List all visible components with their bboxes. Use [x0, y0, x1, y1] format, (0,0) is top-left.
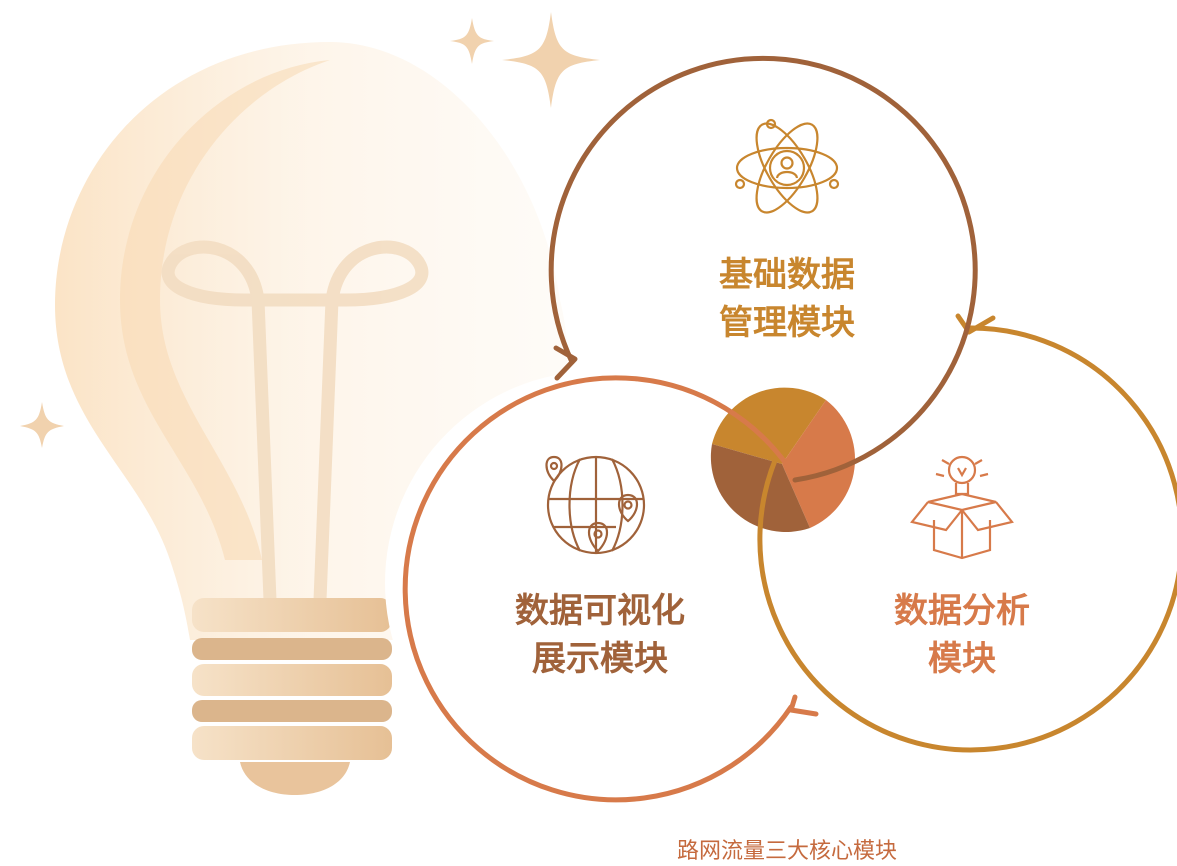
lightbulb-box-icon — [910, 455, 1014, 560]
diagram-caption: 路网流量三大核心模块 — [677, 839, 897, 864]
sparkle-icon — [502, 12, 600, 108]
module-label-basic-data-line2: 管理模块 — [719, 303, 855, 343]
sparkle-icon — [450, 18, 494, 64]
module-circle-analysis — [402, 375, 819, 803]
sparkle-decorations — [20, 12, 600, 448]
center-overlap-circle — [710, 387, 856, 532]
module-circle-visualization — [548, 55, 978, 483]
globe-pins-icon — [545, 455, 646, 555]
module-label-analysis-line2: 模块 — [928, 639, 996, 679]
module-label-basic-data-line1: 基础数据 — [719, 255, 855, 295]
sparkle-icon — [20, 402, 64, 448]
module-label-visualization-line1: 数据可视化 — [515, 591, 685, 631]
lightbulb-illustration — [55, 42, 568, 795]
module-label-analysis-line1: 数据分析 — [894, 591, 1030, 631]
module-label-visualization-line2: 展示模块 — [532, 639, 668, 679]
module-circle-basic-data — [757, 313, 1177, 753]
